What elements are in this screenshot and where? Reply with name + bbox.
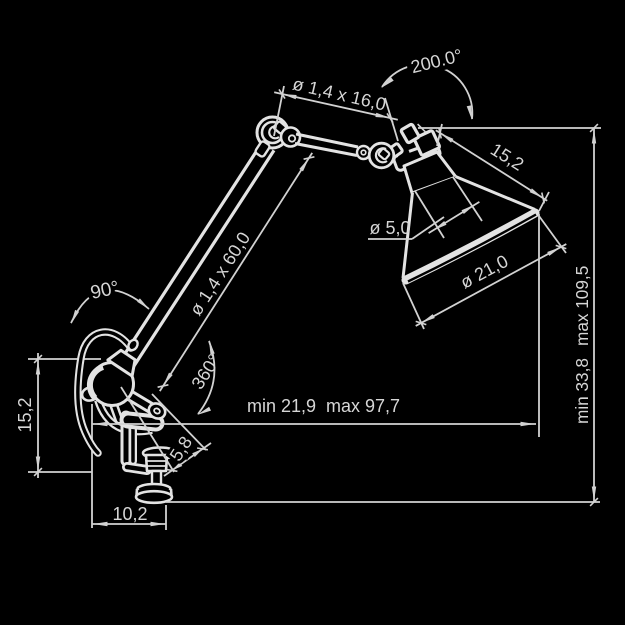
- svg-text:ø 5,0: ø 5,0: [369, 218, 410, 238]
- svg-text:min 21,9: min 21,9: [247, 396, 316, 416]
- svg-text:min 33,8: min 33,8: [572, 358, 592, 424]
- svg-text:15,2: 15,2: [15, 397, 35, 432]
- svg-text:10,2: 10,2: [112, 504, 147, 524]
- svg-text:max 97,7: max 97,7: [326, 396, 400, 416]
- svg-text:max 109,5: max 109,5: [572, 266, 592, 346]
